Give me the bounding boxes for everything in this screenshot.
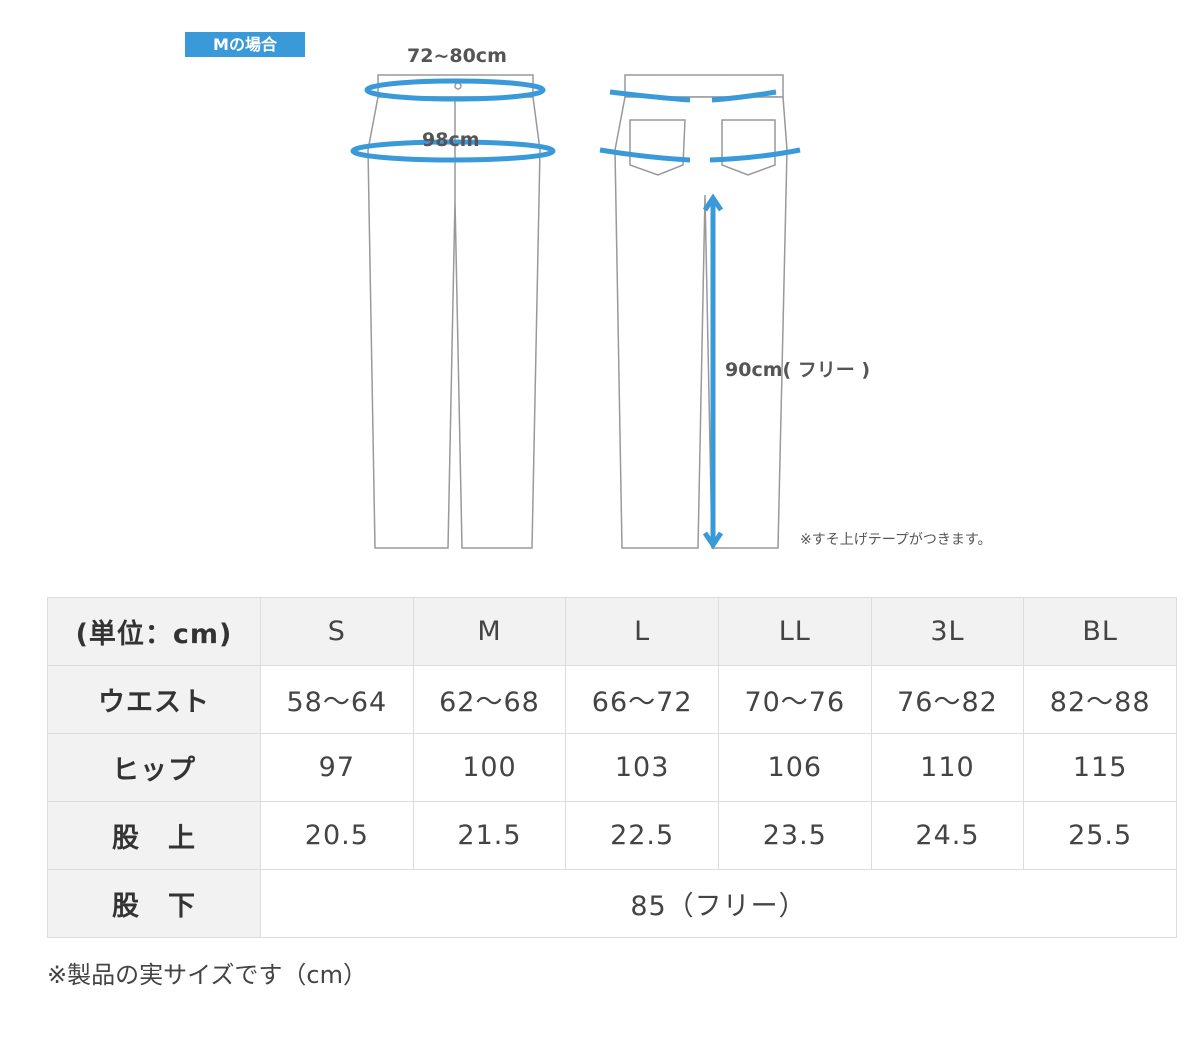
cell: 97 <box>260 733 414 802</box>
cell: 100 <box>412 733 567 802</box>
size-table: (単位：cm) S M L LL 3L BL ウエスト 58〜64 62〜68 … <box>47 597 1177 938</box>
table-row-hip: ヒップ 97 100 103 106 110 115 <box>47 733 1177 802</box>
cell: 24.5 <box>870 801 1025 870</box>
table-row-waist: ウエスト 58〜64 62〜68 66〜72 70〜76 76〜82 82〜88 <box>47 665 1177 734</box>
cell: 70〜76 <box>717 665 872 734</box>
back-pants-illustration <box>614 74 788 549</box>
pants-diagram <box>350 74 801 550</box>
cell: 25.5 <box>1023 801 1177 870</box>
inseam-measure-label: 90cm( フリー ) <box>725 359 871 381</box>
table-header-row: (単位：cm) S M L LL 3L BL <box>47 597 1177 666</box>
cell: 66〜72 <box>565 665 719 734</box>
cell: 115 <box>1023 733 1177 802</box>
cell: 103 <box>565 733 719 802</box>
row-label: ヒップ <box>47 733 261 802</box>
cell: 23.5 <box>717 801 872 870</box>
row-label: 股 下 <box>47 869 261 938</box>
row-label: 股 上 <box>47 801 261 870</box>
waist-measure-label: 72~80cm <box>407 45 507 67</box>
cell: 22.5 <box>565 801 719 870</box>
unit-header: (単位：cm) <box>47 597 261 666</box>
size-header: BL <box>1023 597 1177 666</box>
footnote: ※製品の実サイズです（cm） <box>47 961 367 989</box>
size-header: M <box>412 597 567 666</box>
cell: 106 <box>717 733 872 802</box>
cell: 21.5 <box>412 801 567 870</box>
row-label: ウエスト <box>47 665 261 734</box>
hem-tape-note: ※すそ上げテープがつきます。 <box>800 532 992 548</box>
cell: 76〜82 <box>870 665 1025 734</box>
cell: 110 <box>870 733 1025 802</box>
cell: 82〜88 <box>1023 665 1177 734</box>
cell: 58〜64 <box>260 665 414 734</box>
size-header: LL <box>717 597 872 666</box>
measure-arrows <box>350 78 801 550</box>
table-row-rise: 股 上 20.5 21.5 22.5 23.5 24.5 25.5 <box>47 801 1177 870</box>
cell: 62〜68 <box>412 665 567 734</box>
table-row-inseam: 股 下 85（フリー） <box>47 869 1177 938</box>
cell: 85（フリー） <box>260 869 1177 938</box>
hip-measure-label: 98cm <box>422 129 480 151</box>
size-header: L <box>565 597 719 666</box>
size-badge: Mの場合 <box>185 32 305 57</box>
cell: 20.5 <box>260 801 414 870</box>
size-header: 3L <box>870 597 1025 666</box>
size-header: S <box>260 597 414 666</box>
